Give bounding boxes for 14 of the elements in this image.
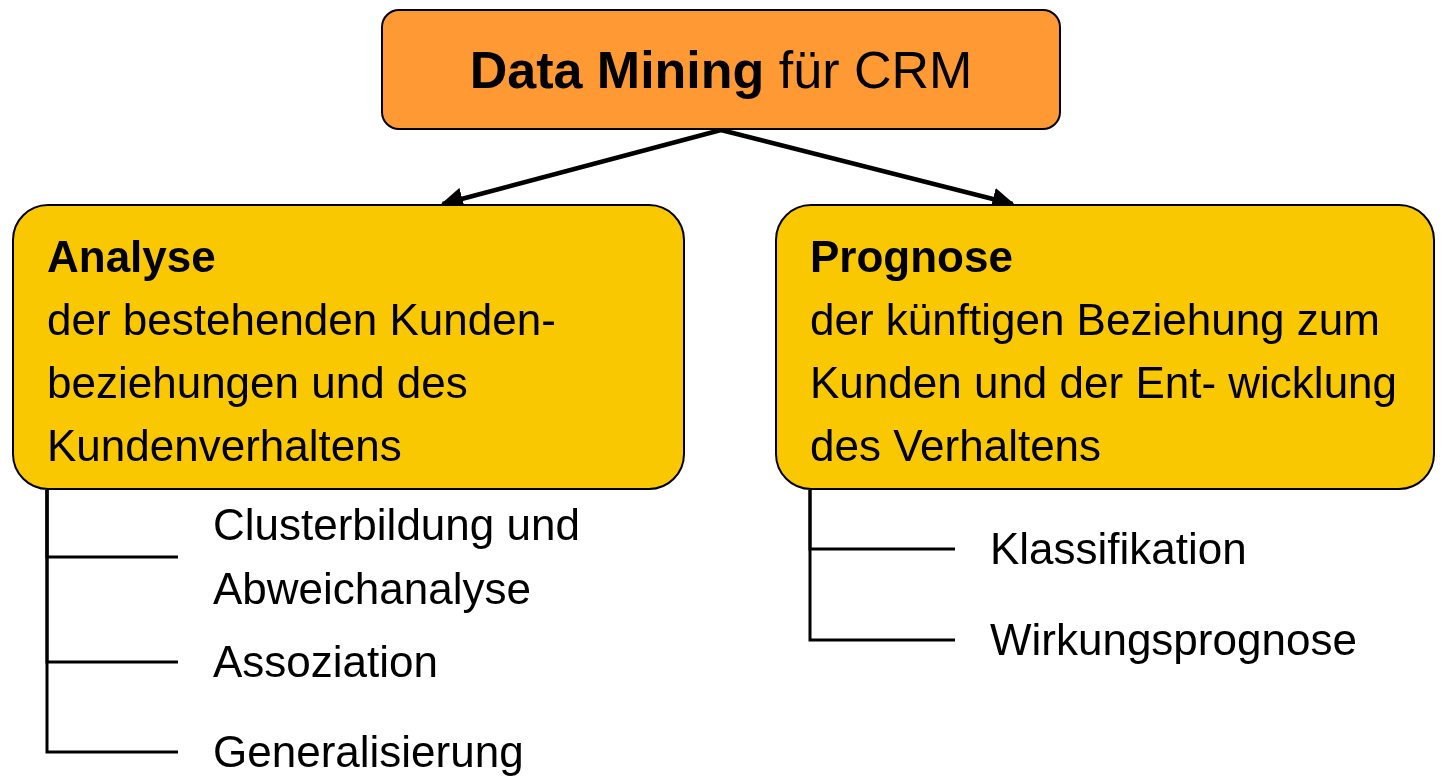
method-label: Generalisierung (178, 724, 678, 780)
connector-line (808, 490, 955, 642)
category-box (775, 204, 1435, 490)
box-heading: Prognose (810, 231, 1014, 283)
method-label: Assoziation (178, 630, 678, 694)
method-label: Klassifikation (955, 517, 1435, 581)
category-box (12, 204, 685, 490)
method-label: Wirkungsprognose (955, 608, 1440, 672)
title-box: Data Mining für CRM (381, 9, 1061, 130)
box-description: der bestehenden Kunden- beziehungen und des Kundenverhaltens (47, 294, 557, 472)
method-label: Clusterbildung und Abweichanalyse (178, 493, 678, 621)
box-description: der künftigen Beziehung zum Kunden und der Ent- wicklung des Verhaltens (810, 294, 1399, 472)
connector-line (45, 490, 178, 754)
box-heading: Analyse (47, 231, 217, 283)
